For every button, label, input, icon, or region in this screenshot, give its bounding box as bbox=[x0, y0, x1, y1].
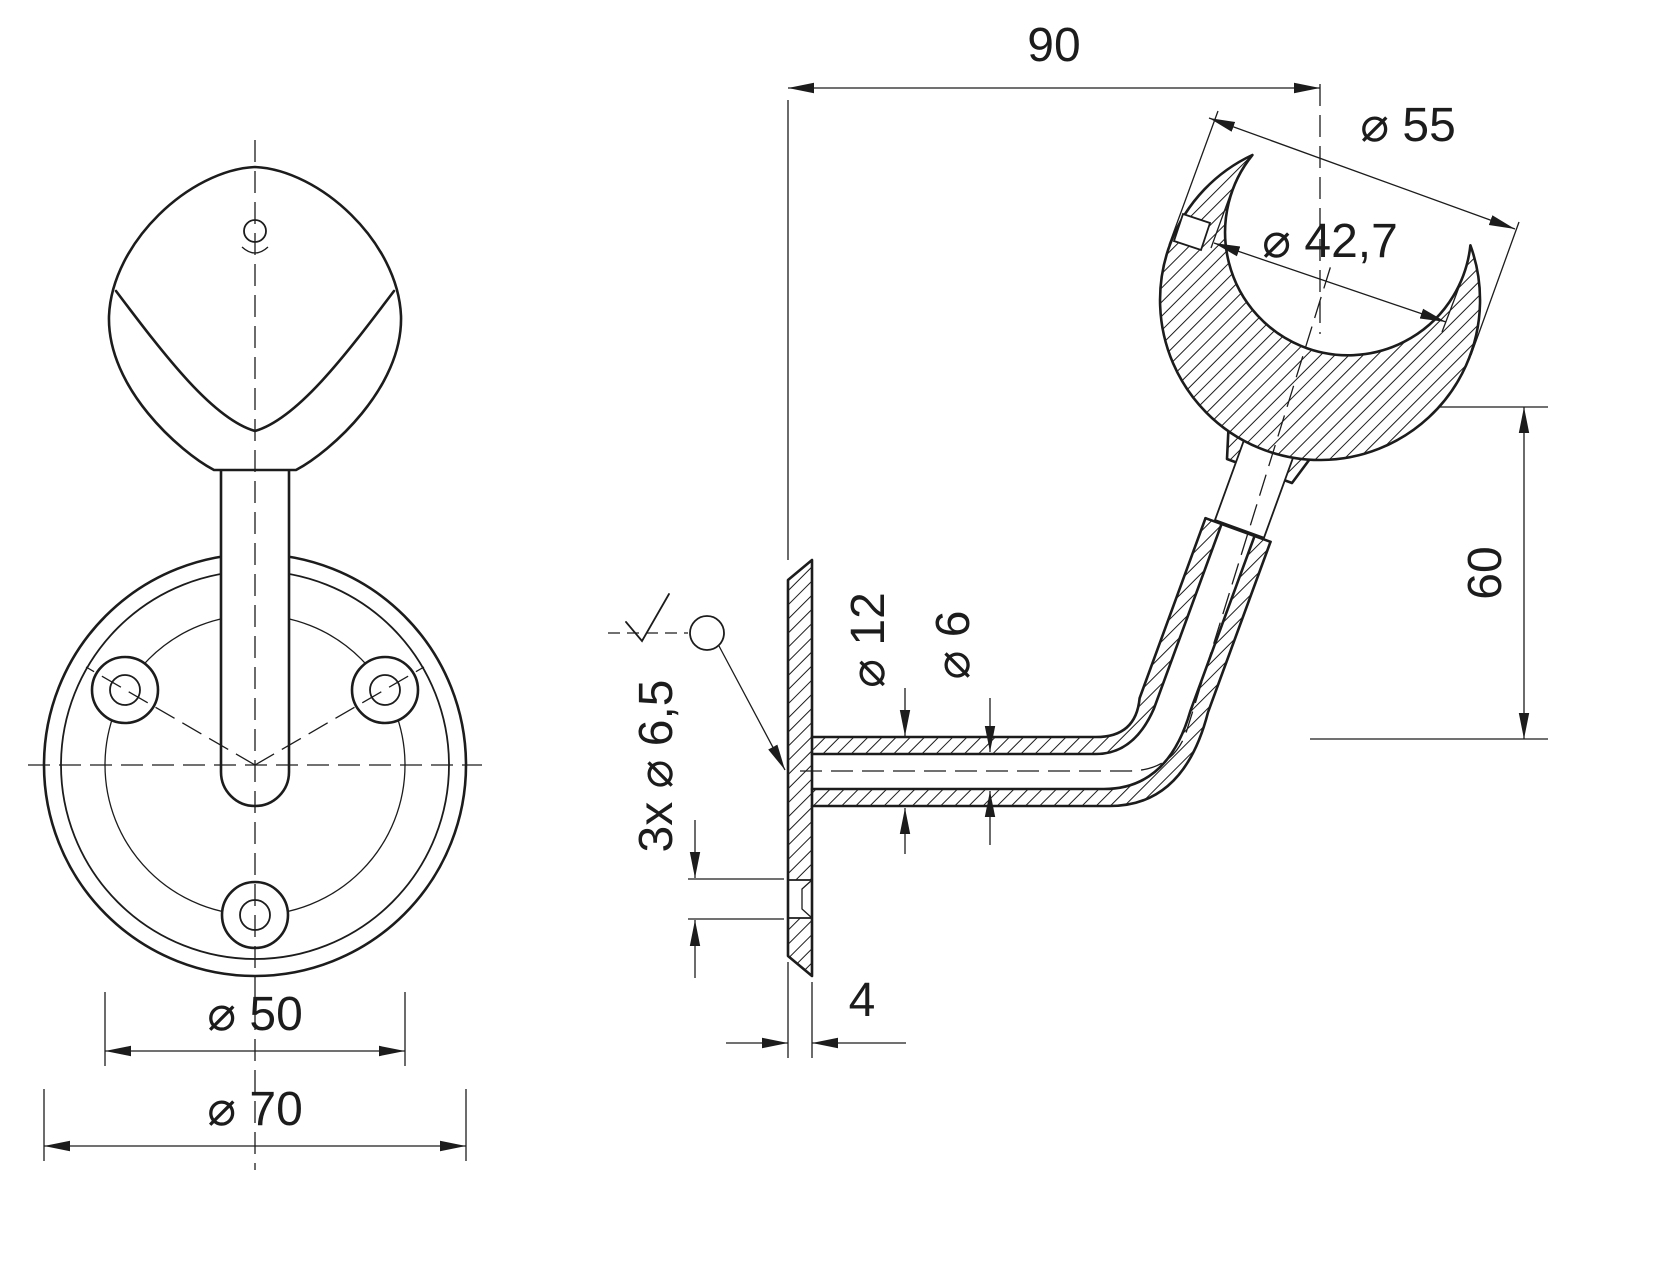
dim-plate-thickness: 4 bbox=[726, 962, 906, 1058]
hole-circle bbox=[109, 674, 141, 706]
mounting-hole-left bbox=[90, 655, 160, 725]
dim-arm-bore: ⌀ 6 bbox=[927, 611, 996, 845]
centerline-radial-right bbox=[254, 666, 425, 766]
centerline-radial-left bbox=[85, 666, 256, 766]
dimension-line bbox=[1208, 117, 1516, 230]
arm-top-inner-line bbox=[810, 522, 1223, 756]
centerline-arm-axis bbox=[800, 261, 1333, 772]
side-view: 90 ⌀ 55 ⌀ 42,7 60 ⌀ 12 bbox=[608, 19, 1548, 1058]
setscrew-boss bbox=[1172, 212, 1212, 252]
dim-base-diameter: ⌀ 70 bbox=[43, 1083, 467, 1161]
plate-hole-countersink bbox=[801, 879, 813, 919]
arm-bottom-outer-line bbox=[810, 540, 1272, 808]
dim-reach: 90 bbox=[787, 19, 1320, 560]
dimension-text: ⌀ 6 bbox=[927, 611, 980, 680]
surface-check-icon bbox=[625, 593, 670, 643]
dimension-text: ⌀ 70 bbox=[207, 1083, 303, 1136]
dimension-text: ⌀ 42,7 bbox=[1262, 215, 1398, 268]
dimension-text: 90 bbox=[1027, 19, 1080, 72]
hole-circle bbox=[369, 674, 401, 706]
dimension-line bbox=[1213, 242, 1447, 323]
leader-circle bbox=[689, 615, 725, 651]
dim-arm-od: ⌀ 12 bbox=[842, 592, 911, 854]
front-view: ⌀ 50 ⌀ 70 bbox=[28, 140, 482, 1170]
dim-cup-outer: ⌀ 55 bbox=[1168, 99, 1520, 356]
dimension-text: ⌀ 50 bbox=[207, 988, 303, 1041]
arm-top-outer-line bbox=[810, 516, 1207, 739]
dimension-text: 3x ⌀ 6,5 bbox=[630, 680, 683, 853]
dimension-text: ⌀ 55 bbox=[1360, 99, 1456, 152]
tube-end-line bbox=[1204, 516, 1272, 544]
mounting-hole-right bbox=[350, 655, 420, 725]
leader-line bbox=[718, 645, 786, 771]
dimension-text: 4 bbox=[849, 974, 876, 1027]
arm-bottom-inner-line bbox=[810, 534, 1256, 791]
dim-cup-seat: ⌀ 42,7 bbox=[1210, 189, 1465, 333]
wall-plate-section bbox=[788, 560, 812, 976]
extension-line bbox=[1210, 189, 1233, 249]
wall-plate-outline bbox=[786, 558, 814, 978]
dim-height: 60 bbox=[1310, 406, 1548, 740]
dimension-text: ⌀ 12 bbox=[842, 592, 895, 688]
extension-line bbox=[1470, 221, 1520, 356]
dim-mounting-holes: 3x ⌀ 6,5 bbox=[630, 680, 784, 978]
dimension-text: 60 bbox=[1459, 546, 1512, 599]
dim-bolt-circle: ⌀ 50 bbox=[104, 988, 406, 1066]
surface-mark bbox=[608, 593, 786, 771]
